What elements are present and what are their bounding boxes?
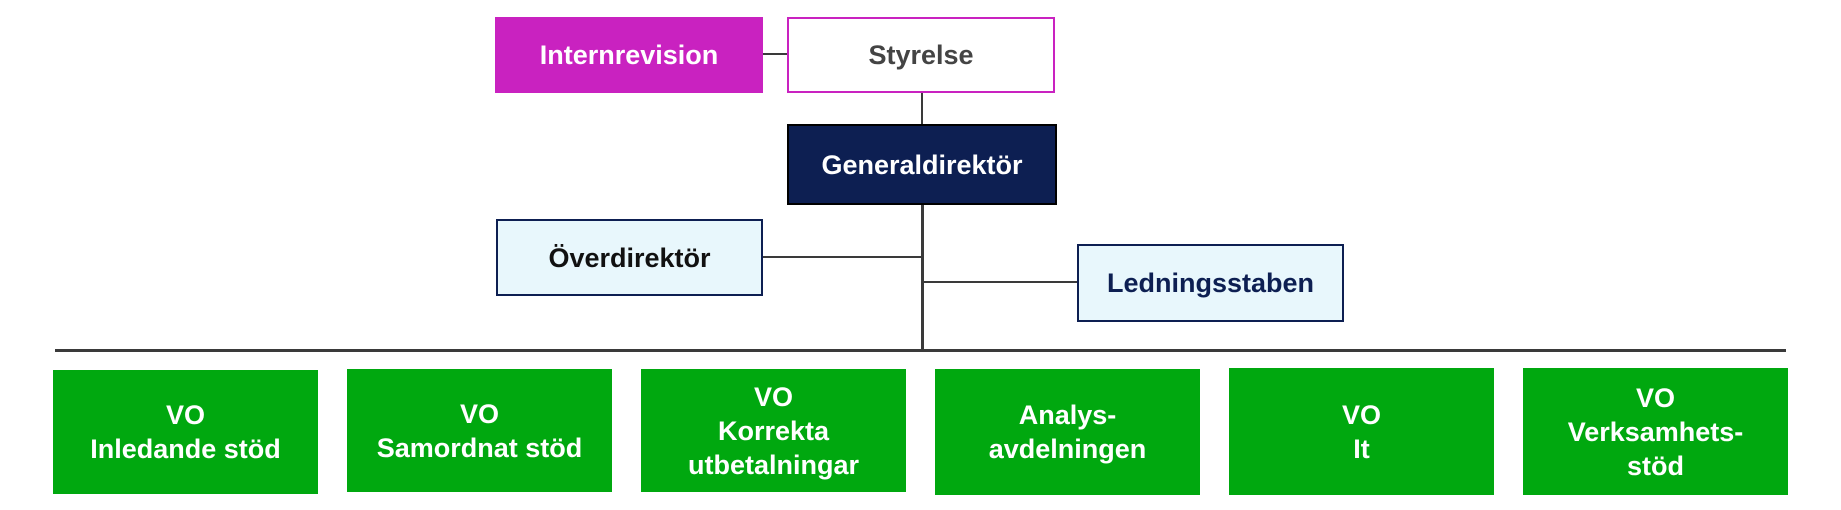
internrevision-label: Internrevision [539, 40, 719, 70]
connector-overdirektor [762, 256, 923, 258]
unit-box-analysavdelningen: Analys- avdelningen [935, 369, 1200, 495]
unit-box-samordnat-stod: VO Samordnat stöd [347, 369, 612, 492]
unit-label: VO Verksamhets- stöd [1567, 382, 1744, 481]
connector-main-trunk [921, 205, 924, 350]
styrelse-box: Styrelse [787, 17, 1055, 93]
overdirektor-label: Överdirektör [548, 242, 711, 273]
unit-label: VO Samordnat stöd [376, 398, 583, 463]
styrelse-label: Styrelse [868, 40, 974, 70]
unit-label: VO Inledande stöd [90, 400, 281, 464]
unit-box-verksamhetsstod: VO Verksamhets- stöd [1523, 368, 1788, 495]
unit-box-it: VO It [1229, 368, 1494, 495]
generaldirektor-box: Generaldirektör [787, 124, 1057, 205]
unit-label: Analys- avdelningen [988, 400, 1147, 464]
ledningsstaben-label: Ledningsstaben [1106, 268, 1315, 298]
connector-ledningsstaben [922, 281, 1078, 283]
internrevision-box: Internrevision [495, 17, 763, 93]
unit-label: VO Korrekta utbetalningar [687, 381, 859, 480]
overdirektor-box: Överdirektör [496, 219, 763, 296]
unit-label: VO It [1341, 399, 1381, 464]
ledningsstaben-box: Ledningsstaben [1077, 244, 1344, 322]
connector-styrelse-generaldirektor [921, 93, 923, 124]
generaldirektor-label: Generaldirektör [821, 149, 1023, 180]
unit-box-inledande-stod: VO Inledande stöd [53, 370, 318, 494]
connector-internrevision-styrelse [763, 53, 788, 55]
horizontal-divider [55, 349, 1786, 352]
unit-box-korrekta-utbetalningar: VO Korrekta utbetalningar [641, 369, 906, 492]
